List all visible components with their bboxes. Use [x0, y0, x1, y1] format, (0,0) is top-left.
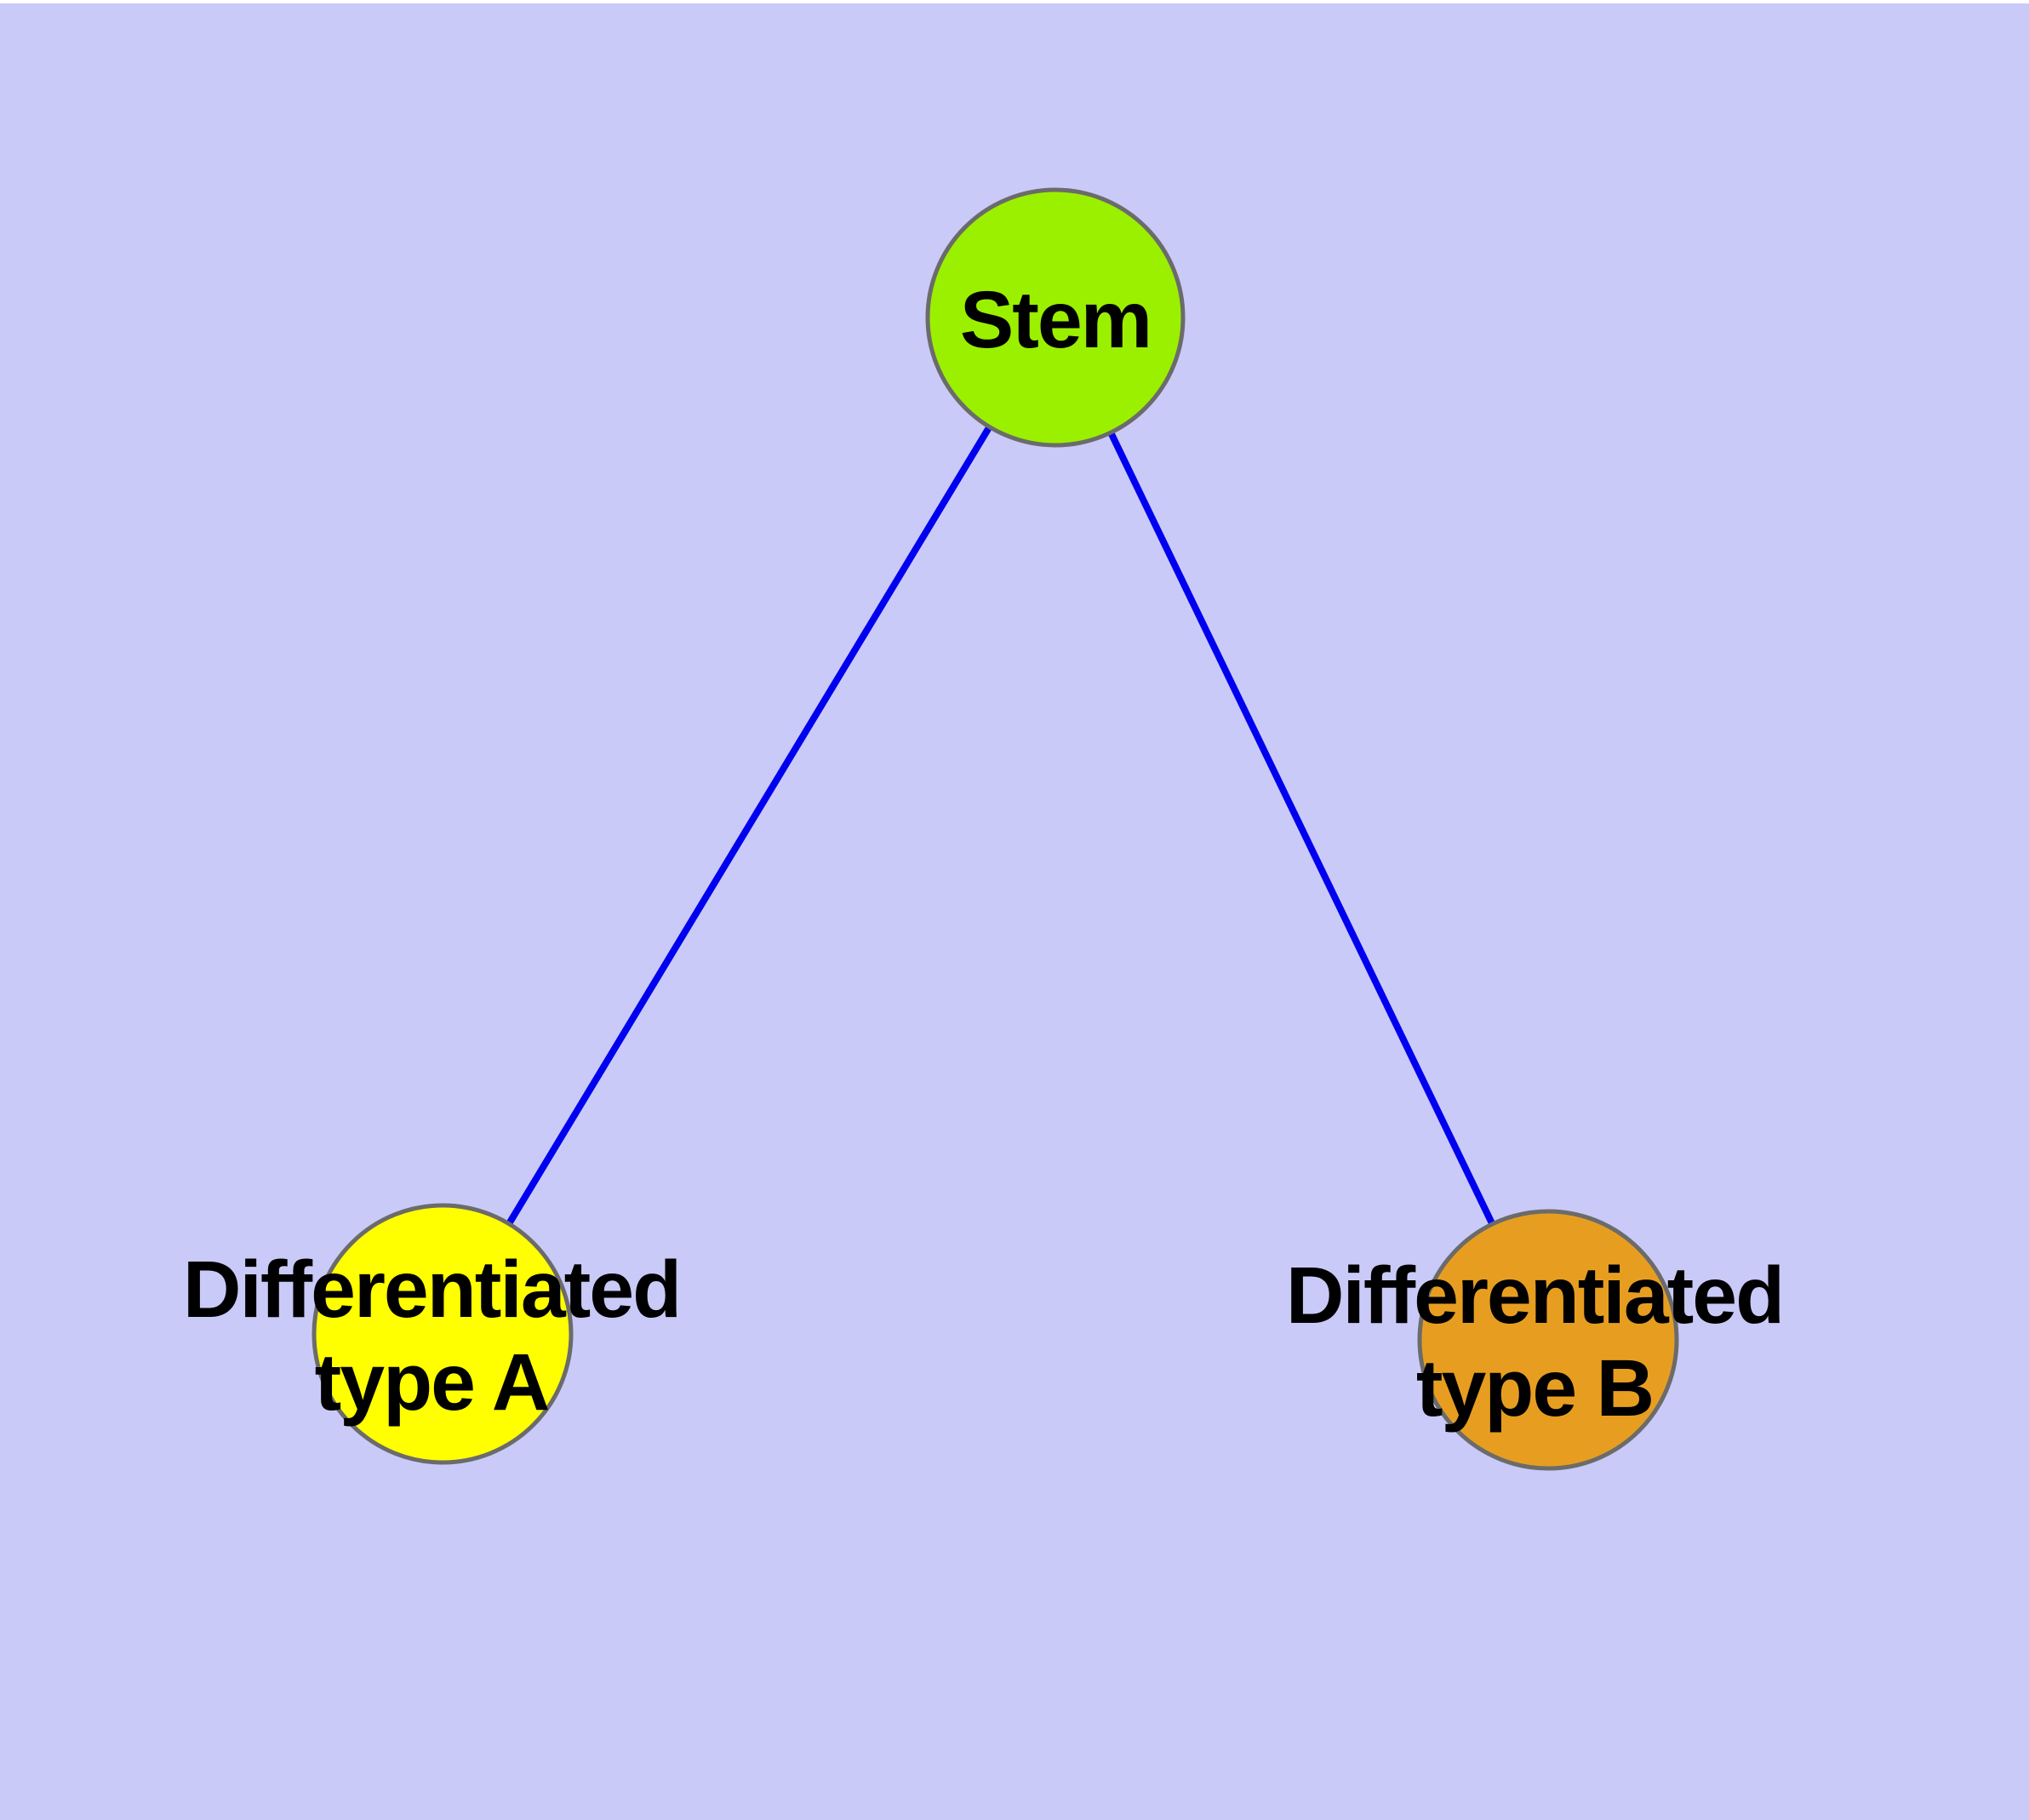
- node-type-a-circle: [311, 1203, 574, 1465]
- node-type-b-label-line2: type B: [1416, 1343, 1653, 1434]
- node-stem-circle: [925, 187, 1186, 448]
- node-type-b-label: Differentiated type B: [1286, 1251, 1785, 1434]
- top-margin: [0, 0, 2029, 3]
- node-type-b-label-line1: Differentiated: [1286, 1251, 1783, 1341]
- node-type-a-label-line2: type A: [315, 1337, 549, 1428]
- node-stem-label: Stem: [960, 275, 1151, 365]
- node-type-a-label-line1: Differentiated: [183, 1245, 680, 1335]
- node-type-b-circle: [1417, 1209, 1679, 1471]
- edge-stem-to-type-b: [1052, 316, 1552, 1342]
- edge-stem-to-type-a: [439, 315, 1059, 1336]
- node-type-a-label: Differentiated type A: [183, 1245, 682, 1428]
